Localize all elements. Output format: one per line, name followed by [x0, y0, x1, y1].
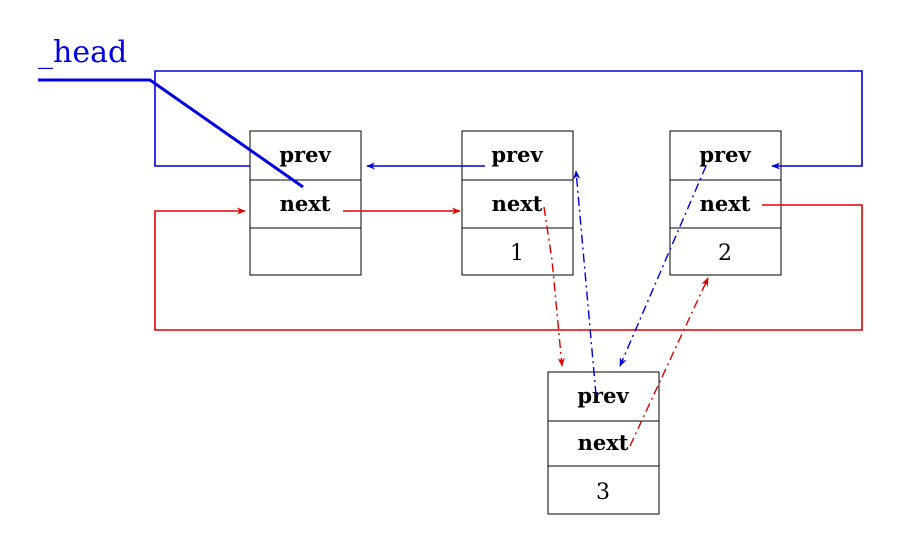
node-3-value: 3 [596, 480, 610, 505]
node-1: prev next 1 [461, 130, 574, 276]
node-1-next-cell [461, 179, 574, 229]
head-pointer-line [38, 78, 304, 189]
node-1-value: 1 [510, 241, 524, 266]
node-1-prev-label: prev [491, 142, 543, 167]
head-label: _head [38, 35, 127, 70]
node-head-next-label: next [280, 191, 331, 216]
node2-prev-to-node3-link [619, 165, 707, 367]
node-2-value: 2 [718, 241, 732, 266]
node2-next-wrap-link [154, 204, 863, 331]
node-2: prev next 2 [669, 130, 782, 276]
node-head-prev-cell [249, 130, 362, 181]
node-2-next-label: next [700, 191, 751, 216]
node3-prev-to-node1-link [573, 170, 597, 396]
node-head-prev-label: prev [279, 142, 331, 167]
node-3: prev next 3 [547, 371, 660, 515]
node-2-prev-cell [669, 130, 782, 181]
node-head-value-cell [249, 227, 362, 276]
node-2-prev-label: prev [699, 142, 751, 167]
node-head-next-cell [249, 179, 362, 229]
node-1-prev-cell [461, 130, 574, 181]
node-3-prev-label: prev [577, 383, 629, 408]
node-3-next-cell [547, 420, 660, 467]
head-prev-wrap-link [154, 70, 863, 170]
node-2-value-cell [669, 227, 782, 276]
node3-next-to-node2-link [629, 277, 709, 447]
node-3-next-label: next [578, 430, 629, 455]
node-1-next-label: next [492, 191, 543, 216]
node-3-value-cell [547, 465, 660, 515]
node-head: prev next [249, 130, 362, 276]
node-1-value-cell [461, 227, 574, 276]
